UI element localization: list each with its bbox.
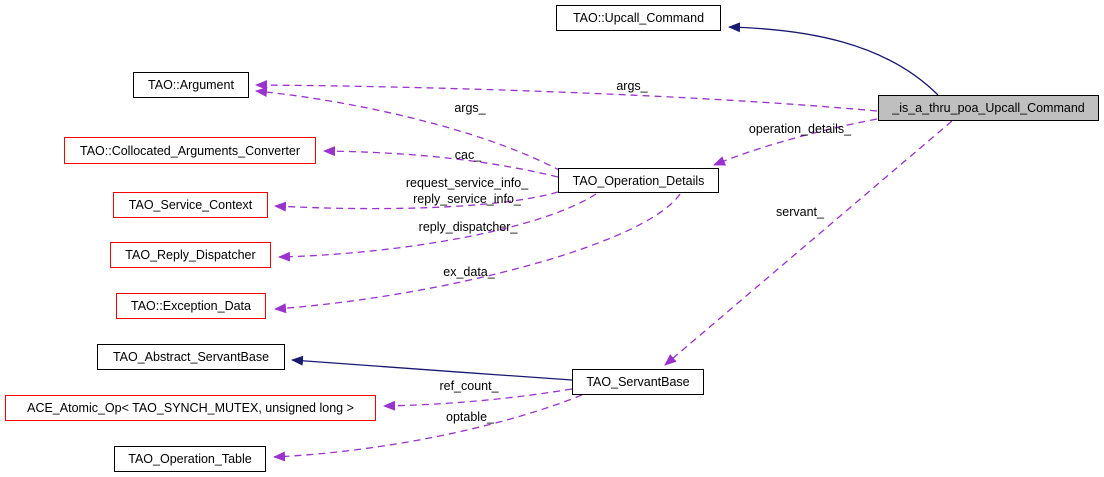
edge-label-args-upper: args_ [616, 79, 648, 93]
edge-ref-count [383, 388, 573, 411]
edge-label-ex-data: ex_data_ [443, 265, 495, 279]
node-tao-operation-table[interactable]: TAO_Operation_Table [114, 446, 266, 472]
edge-servant [664, 120, 953, 366]
edge-label-args-lower: args_ [454, 101, 486, 115]
node-tao-collocated-arguments-converter[interactable]: TAO::Collocated_Arguments_Converter [64, 137, 316, 164]
edge-label-service-info: request_service_info_ reply_service_info… [405, 176, 529, 206]
node-tao-exception-data[interactable]: TAO::Exception_Data [116, 293, 266, 319]
edge-args-from-upcall [255, 80, 878, 112]
node-tao-service-context[interactable]: TAO_Service_Context [113, 192, 268, 218]
edge-label-operation-details: operation_details_ [748, 122, 852, 136]
edge-args-from-opdetails [255, 87, 562, 172]
edge-cac [323, 146, 559, 178]
edge-label-cac: cac_ [454, 148, 482, 162]
node-tao-upcall-command[interactable]: TAO::Upcall_Command [556, 5, 721, 31]
edge-operation-details [713, 118, 878, 166]
edge-inheritance-abstract-servantbase [291, 355, 573, 381]
node-tao-abstract-servantbase[interactable]: TAO_Abstract_ServantBase [97, 344, 285, 370]
node-tao-operation-details[interactable]: TAO_Operation_Details [558, 168, 719, 193]
edge-label-servant: servant_ [776, 205, 824, 219]
edge-label-optable: optable_ [446, 410, 494, 424]
edge-reply-dispatcher [278, 193, 597, 262]
edge-inheritance-upcall-command [728, 22, 939, 96]
edge-ex-data [274, 193, 681, 314]
edge-service-info [274, 191, 559, 212]
node-tao-reply-dispatcher[interactable]: TAO_Reply_Dispatcher [110, 242, 271, 268]
edge-label-ref-count: ref_count_ [439, 379, 499, 393]
node-tao-argument[interactable]: TAO::Argument [133, 72, 249, 98]
node-ace-atomic-op[interactable]: ACE_Atomic_Op< TAO_SYNCH_MUTEX, unsigned… [5, 395, 376, 421]
node-is-a-thru-poa-upcall-command: _is_a_thru_poa_Upcall_Command [878, 95, 1099, 121]
node-tao-servantbase[interactable]: TAO_ServantBase [572, 369, 704, 395]
edge-label-reply-dispatcher: reply_dispatcher_ [418, 220, 518, 234]
